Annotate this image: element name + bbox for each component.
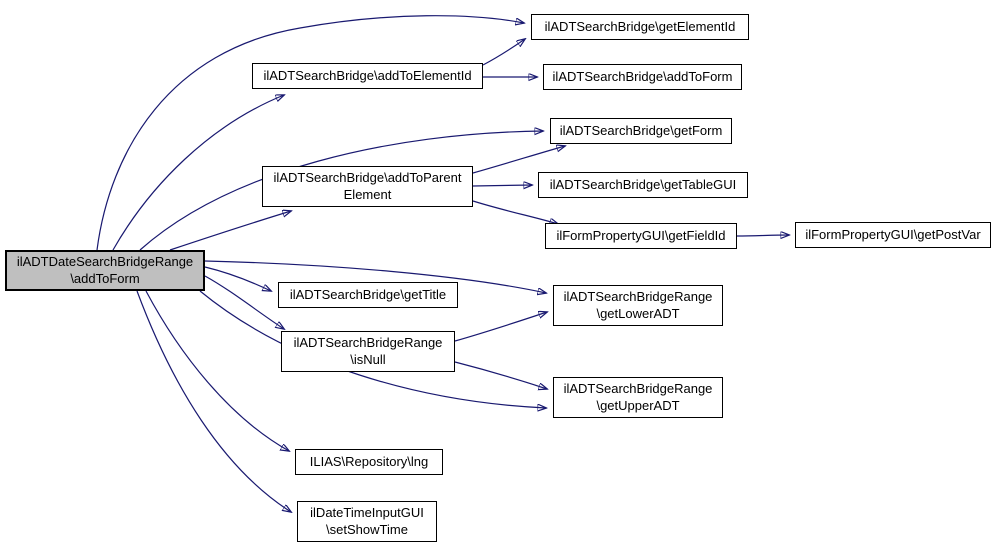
node-label-line: ilADTSearchBridge\getTableGUI [549, 176, 737, 192]
node-label-line: ilDateTimeInputGUI [310, 504, 424, 520]
node-label-line: ilADTSearchBridge\getTitle [289, 286, 447, 302]
node-label-line: Element [343, 186, 392, 202]
node-label-line: ilFormPropertyGUI\getFieldId [556, 227, 726, 243]
graph-node-getElementId[interactable]: ilADTSearchBridge\getElementId [531, 14, 749, 40]
graph-node-addToParentElement[interactable]: ilADTSearchBridge\addToParent Element [262, 166, 473, 207]
edge-main-to-lng [145, 290, 289, 451]
node-label-line: ilADTSearchBridge\addToForm [552, 68, 733, 84]
node-label-line: ilADTSearchBridge\addToParent [273, 169, 462, 185]
edge-addToParentElement-to-getTableGUI [472, 185, 532, 186]
node-label-line: ilADTSearchBridgeRange [563, 288, 713, 304]
node-label-line: \setShowTime [326, 521, 408, 537]
edge-addToParentElement-to-getForm [472, 146, 565, 174]
node-label-line: \getUpperADT [596, 397, 680, 413]
node-label-line: ilADTSearchBridge\getElementId [544, 18, 736, 34]
node-label-line: ilADTSearchBridge\getForm [559, 122, 723, 138]
graph-node-lng[interactable]: ILIAS\Repository\lng [295, 449, 443, 475]
graph-node-getLowerADT[interactable]: ilADTSearchBridgeRange \getLowerADT [553, 285, 723, 326]
node-label-line: ilADTDateSearchBridgeRange [16, 253, 194, 269]
edge-main-to-getElementId [96, 15, 524, 251]
graph-node-getFieldId[interactable]: ilFormPropertyGUI\getFieldId [545, 223, 737, 249]
node-label-line: ilADTSearchBridgeRange [293, 334, 443, 350]
graph-node-main-addToForm: ilADTDateSearchBridgeRange \addToForm [5, 250, 205, 291]
edge-main-to-isNull [204, 275, 284, 329]
edge-main-to-setShowTime [136, 290, 291, 512]
graph-node-getTitle[interactable]: ilADTSearchBridge\getTitle [278, 282, 458, 308]
edge-getFieldId-to-getPostVar [736, 235, 789, 236]
graph-node-addToElementId[interactable]: ilADTSearchBridge\addToElementId [252, 63, 483, 89]
graph-node-addToForm-bridge[interactable]: ilADTSearchBridge\addToForm [543, 64, 742, 90]
graph-node-isNull[interactable]: ilADTSearchBridgeRange \isNull [281, 331, 455, 372]
node-label-line: ilADTSearchBridgeRange [563, 380, 713, 396]
graph-node-getForm[interactable]: ilADTSearchBridge\getForm [550, 118, 732, 144]
node-label-line: ilADTSearchBridge\addToElementId [263, 67, 472, 83]
graph-node-getTableGUI[interactable]: ilADTSearchBridge\getTableGUI [538, 172, 748, 198]
node-label-line: \isNull [350, 351, 386, 367]
edge-addToElementId-to-getElementId [482, 39, 525, 66]
graph-node-getPostVar[interactable]: ilFormPropertyGUI\getPostVar [795, 222, 991, 248]
edge-main-to-addToParentElement [169, 211, 291, 251]
edge-main-to-getTitle [204, 266, 271, 291]
edge-addToParentElement-to-getFieldId [472, 200, 558, 224]
node-label-line: ilFormPropertyGUI\getPostVar [805, 226, 981, 242]
edge-isNull-to-getLowerADT [454, 312, 547, 342]
node-label-line: \addToForm [70, 270, 140, 286]
edge-main-to-addToElementId [112, 95, 284, 251]
node-label-line: ILIAS\Repository\lng [309, 453, 429, 469]
edge-isNull-to-getUpperADT [454, 361, 547, 389]
graph-node-getUpperADT[interactable]: ilADTSearchBridgeRange \getUpperADT [553, 377, 723, 418]
graph-node-setShowTime[interactable]: ilDateTimeInputGUI \setShowTime [297, 501, 437, 542]
node-label-line: \getLowerADT [596, 305, 680, 321]
